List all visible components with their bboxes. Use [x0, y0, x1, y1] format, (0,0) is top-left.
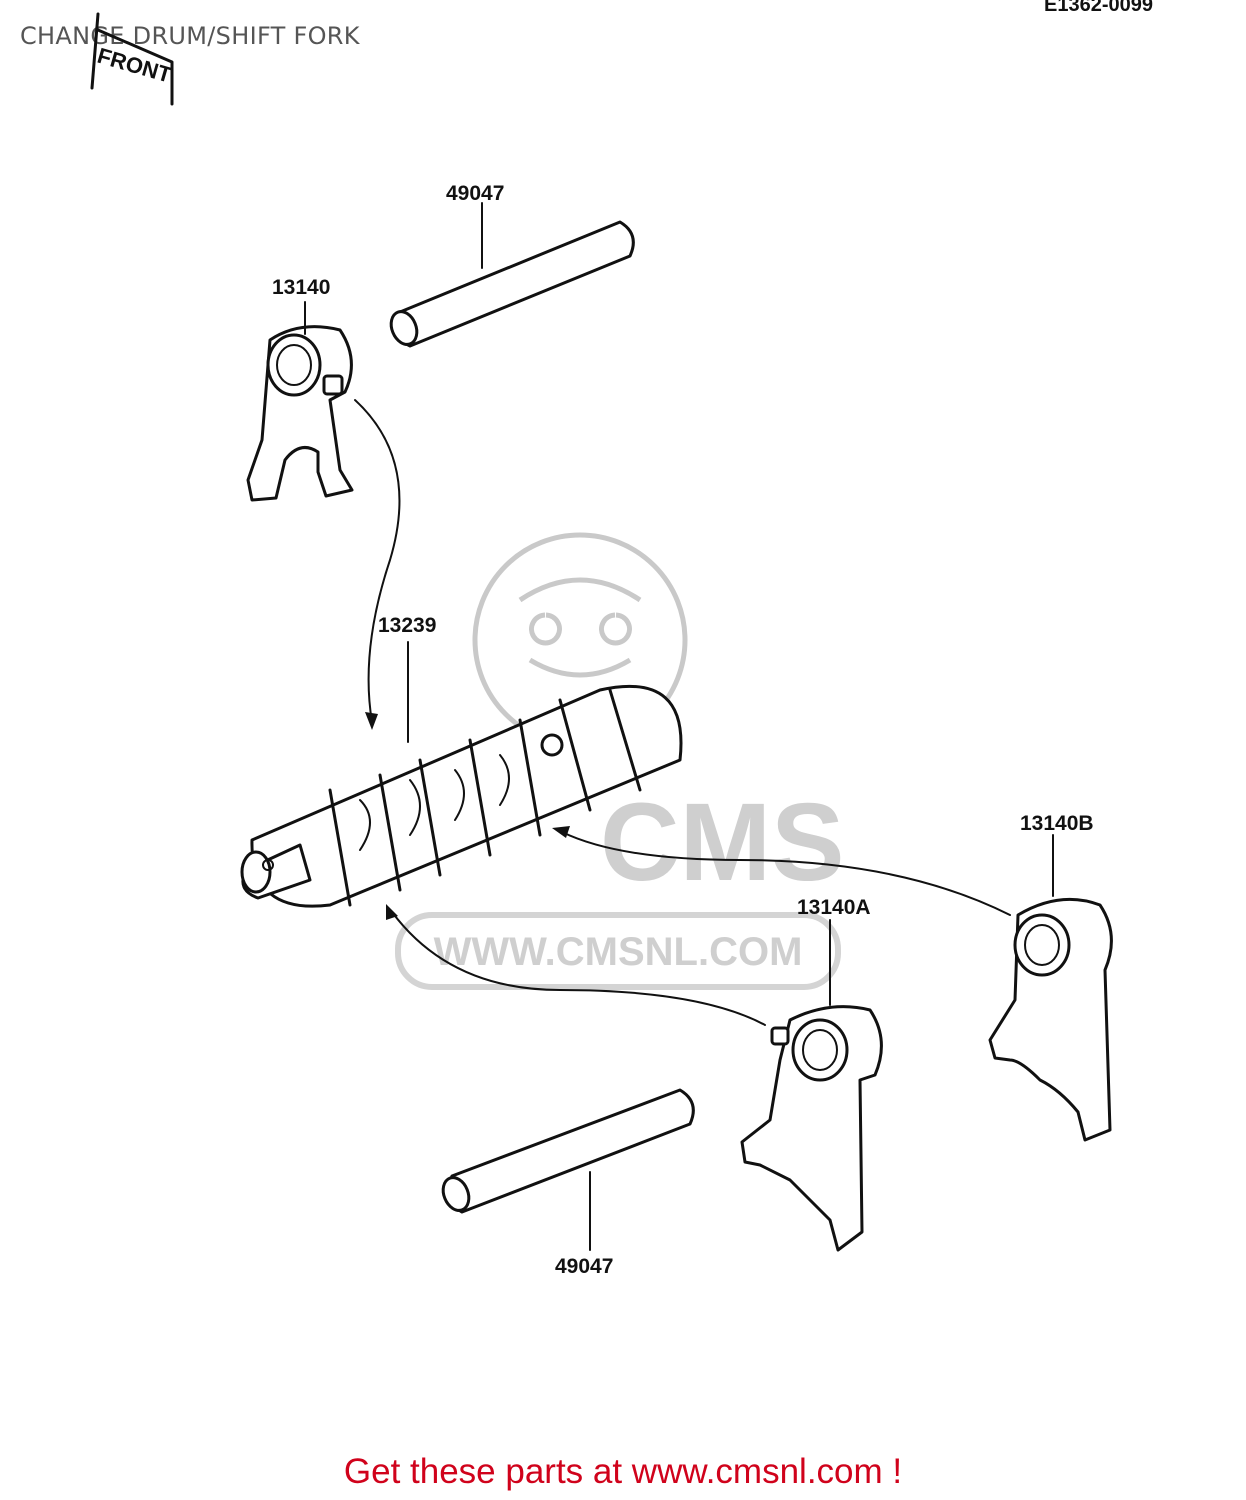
shift-fork-a[interactable] — [740, 919, 883, 1252]
diagram-code: E1362-0099 — [1044, 0, 1153, 16]
shift-fork-top[interactable] — [246, 301, 354, 502]
part-label-shift-fork-b: 13140B — [1020, 812, 1094, 835]
footer-parts-link[interactable]: Get these parts at www.cmsnl.com ! — [343, 1452, 903, 1491]
shift-rod-top[interactable] — [387, 202, 635, 348]
watermark-url-text: WWW.CMSNL.COM — [434, 930, 803, 974]
part-label-shift-rod-top: 49047 — [446, 182, 504, 205]
arrow-head-icon — [552, 826, 570, 838]
part-label-shift-rod-bottom: 49047 — [555, 1255, 613, 1278]
shift-rod-bottom[interactable] — [439, 1088, 695, 1251]
shift-fork-b[interactable] — [988, 834, 1113, 1142]
cmsnl-watermark: CMS WWW.CMSNL.COM — [395, 532, 844, 990]
front-direction-flag-icon: FRONT — [90, 12, 175, 106]
part-label-change-drum: 13239 — [378, 614, 436, 637]
part-label-shift-fork-top: 13140 — [272, 276, 330, 299]
watermark-logo-text: CMS — [600, 781, 844, 904]
assembly-arrows — [354, 399, 1011, 1026]
arrow-head-icon — [365, 712, 378, 730]
front-marker-text: FRONT — [95, 43, 175, 88]
page-title: CHANGE DRUM/SHIFT FORK — [20, 22, 360, 50]
part-label-shift-fork-a: 13140A — [797, 896, 871, 919]
watermark-url-box — [395, 912, 841, 990]
arrow-head-icon — [386, 904, 398, 920]
change-drum[interactable] — [240, 641, 683, 908]
watermark-mascot-face — [518, 577, 642, 678]
